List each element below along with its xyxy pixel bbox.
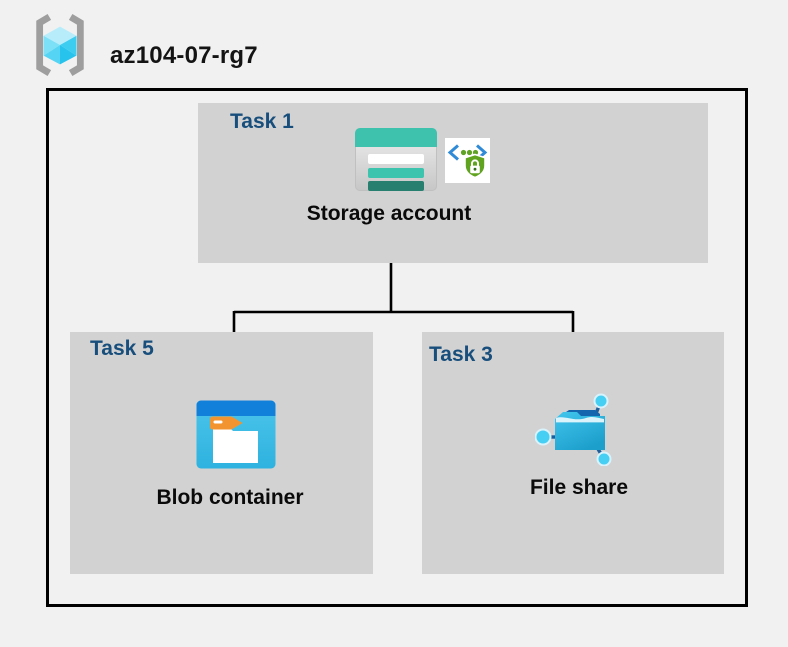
blob-container-icon [196, 400, 276, 469]
resource-group-title: az104-07-rg7 [110, 42, 258, 69]
node-label-blob-container: Blob container [156, 486, 304, 509]
group-label-task5: Task 5 [90, 337, 154, 360]
node-label-storage-account: Storage account [306, 202, 472, 225]
resource-group-icon [36, 14, 84, 76]
file-share-icon [535, 393, 612, 466]
group-box-task1 [198, 103, 708, 263]
group-label-task3: Task 3 [429, 343, 493, 366]
secure-access-icon [445, 138, 490, 183]
resource-group-boundary [46, 88, 748, 607]
storage-icon-bar [368, 181, 424, 191]
storage-icon-top-band [355, 128, 437, 147]
storage-icon-bar [368, 168, 424, 178]
storage-account-icon [355, 128, 437, 191]
node-label-file-share: File share [529, 476, 629, 499]
storage-icon-bar [368, 154, 424, 164]
group-box-task3 [422, 332, 724, 574]
group-label-task1: Task 1 [230, 110, 294, 133]
